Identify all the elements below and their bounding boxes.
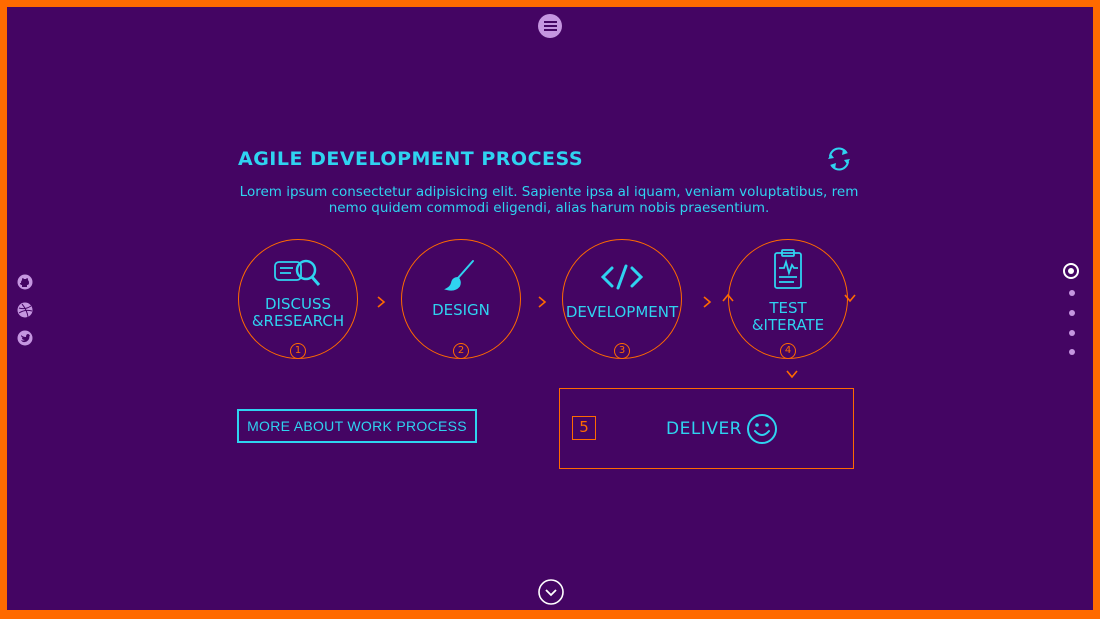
chevron-down-icon bbox=[844, 294, 856, 303]
hamburger-line bbox=[543, 25, 557, 27]
step-development[interactable]: DEVELOPMENT 3 bbox=[562, 239, 682, 359]
pager-dot-inner bbox=[1068, 268, 1074, 274]
discuss-research-icon bbox=[274, 259, 321, 286]
github-icon[interactable] bbox=[17, 274, 33, 290]
hamburger-icon bbox=[543, 21, 557, 23]
dribbble-icon[interactable] bbox=[17, 302, 33, 318]
smiley-icon bbox=[747, 414, 777, 444]
pager-dot[interactable] bbox=[1069, 310, 1075, 316]
menu-button[interactable] bbox=[538, 14, 562, 38]
deliver-label: DELIVER bbox=[666, 419, 742, 439]
step-number: 5 bbox=[572, 416, 596, 440]
chevron-right-icon bbox=[377, 296, 386, 308]
step-label: TEST &ITERATE bbox=[751, 299, 825, 334]
pager-dot[interactable] bbox=[1069, 349, 1075, 355]
chevron-right-icon bbox=[703, 296, 712, 308]
refresh-icon[interactable] bbox=[826, 147, 852, 171]
chevron-down-circle-icon[interactable] bbox=[538, 579, 564, 605]
step-number: 2 bbox=[453, 343, 469, 359]
code-icon bbox=[600, 264, 644, 290]
step-label: DEVELOPMENT bbox=[565, 303, 679, 321]
step-discuss-research[interactable]: DISCUSS &RESEARCH 1 bbox=[238, 239, 358, 359]
pager-dot[interactable] bbox=[1069, 330, 1075, 336]
step-test-iterate[interactable]: TEST &ITERATE 4 bbox=[728, 239, 848, 359]
chevron-down-icon bbox=[786, 370, 798, 379]
step-design[interactable]: DESIGN 2 bbox=[401, 239, 521, 359]
pager-dot[interactable] bbox=[1069, 290, 1075, 296]
step-deliver[interactable]: 5 DELIVER bbox=[559, 388, 854, 469]
section-description: Lorem ipsum consectetur adipisicing elit… bbox=[239, 184, 859, 216]
hamburger-line bbox=[543, 29, 557, 31]
brush-icon bbox=[444, 260, 474, 291]
page-frame bbox=[7, 7, 1093, 610]
chevron-up-icon bbox=[722, 293, 734, 302]
chevron-right-icon bbox=[538, 296, 547, 308]
step-number: 1 bbox=[290, 343, 306, 359]
more-about-work-process-button[interactable]: MORE ABOUT WORK PROCESS bbox=[237, 409, 477, 443]
twitter-icon[interactable] bbox=[17, 330, 33, 346]
section-title: AGILE DEVELOPMENT PROCESS bbox=[238, 148, 584, 170]
clipboard-chart-icon bbox=[774, 249, 802, 289]
step-number: 4 bbox=[780, 343, 796, 359]
step-label: DISCUSS &RESEARCH bbox=[251, 295, 345, 330]
step-label: DESIGN bbox=[432, 301, 490, 319]
step-number: 3 bbox=[614, 343, 630, 359]
pager-dot-active[interactable] bbox=[1063, 263, 1079, 279]
